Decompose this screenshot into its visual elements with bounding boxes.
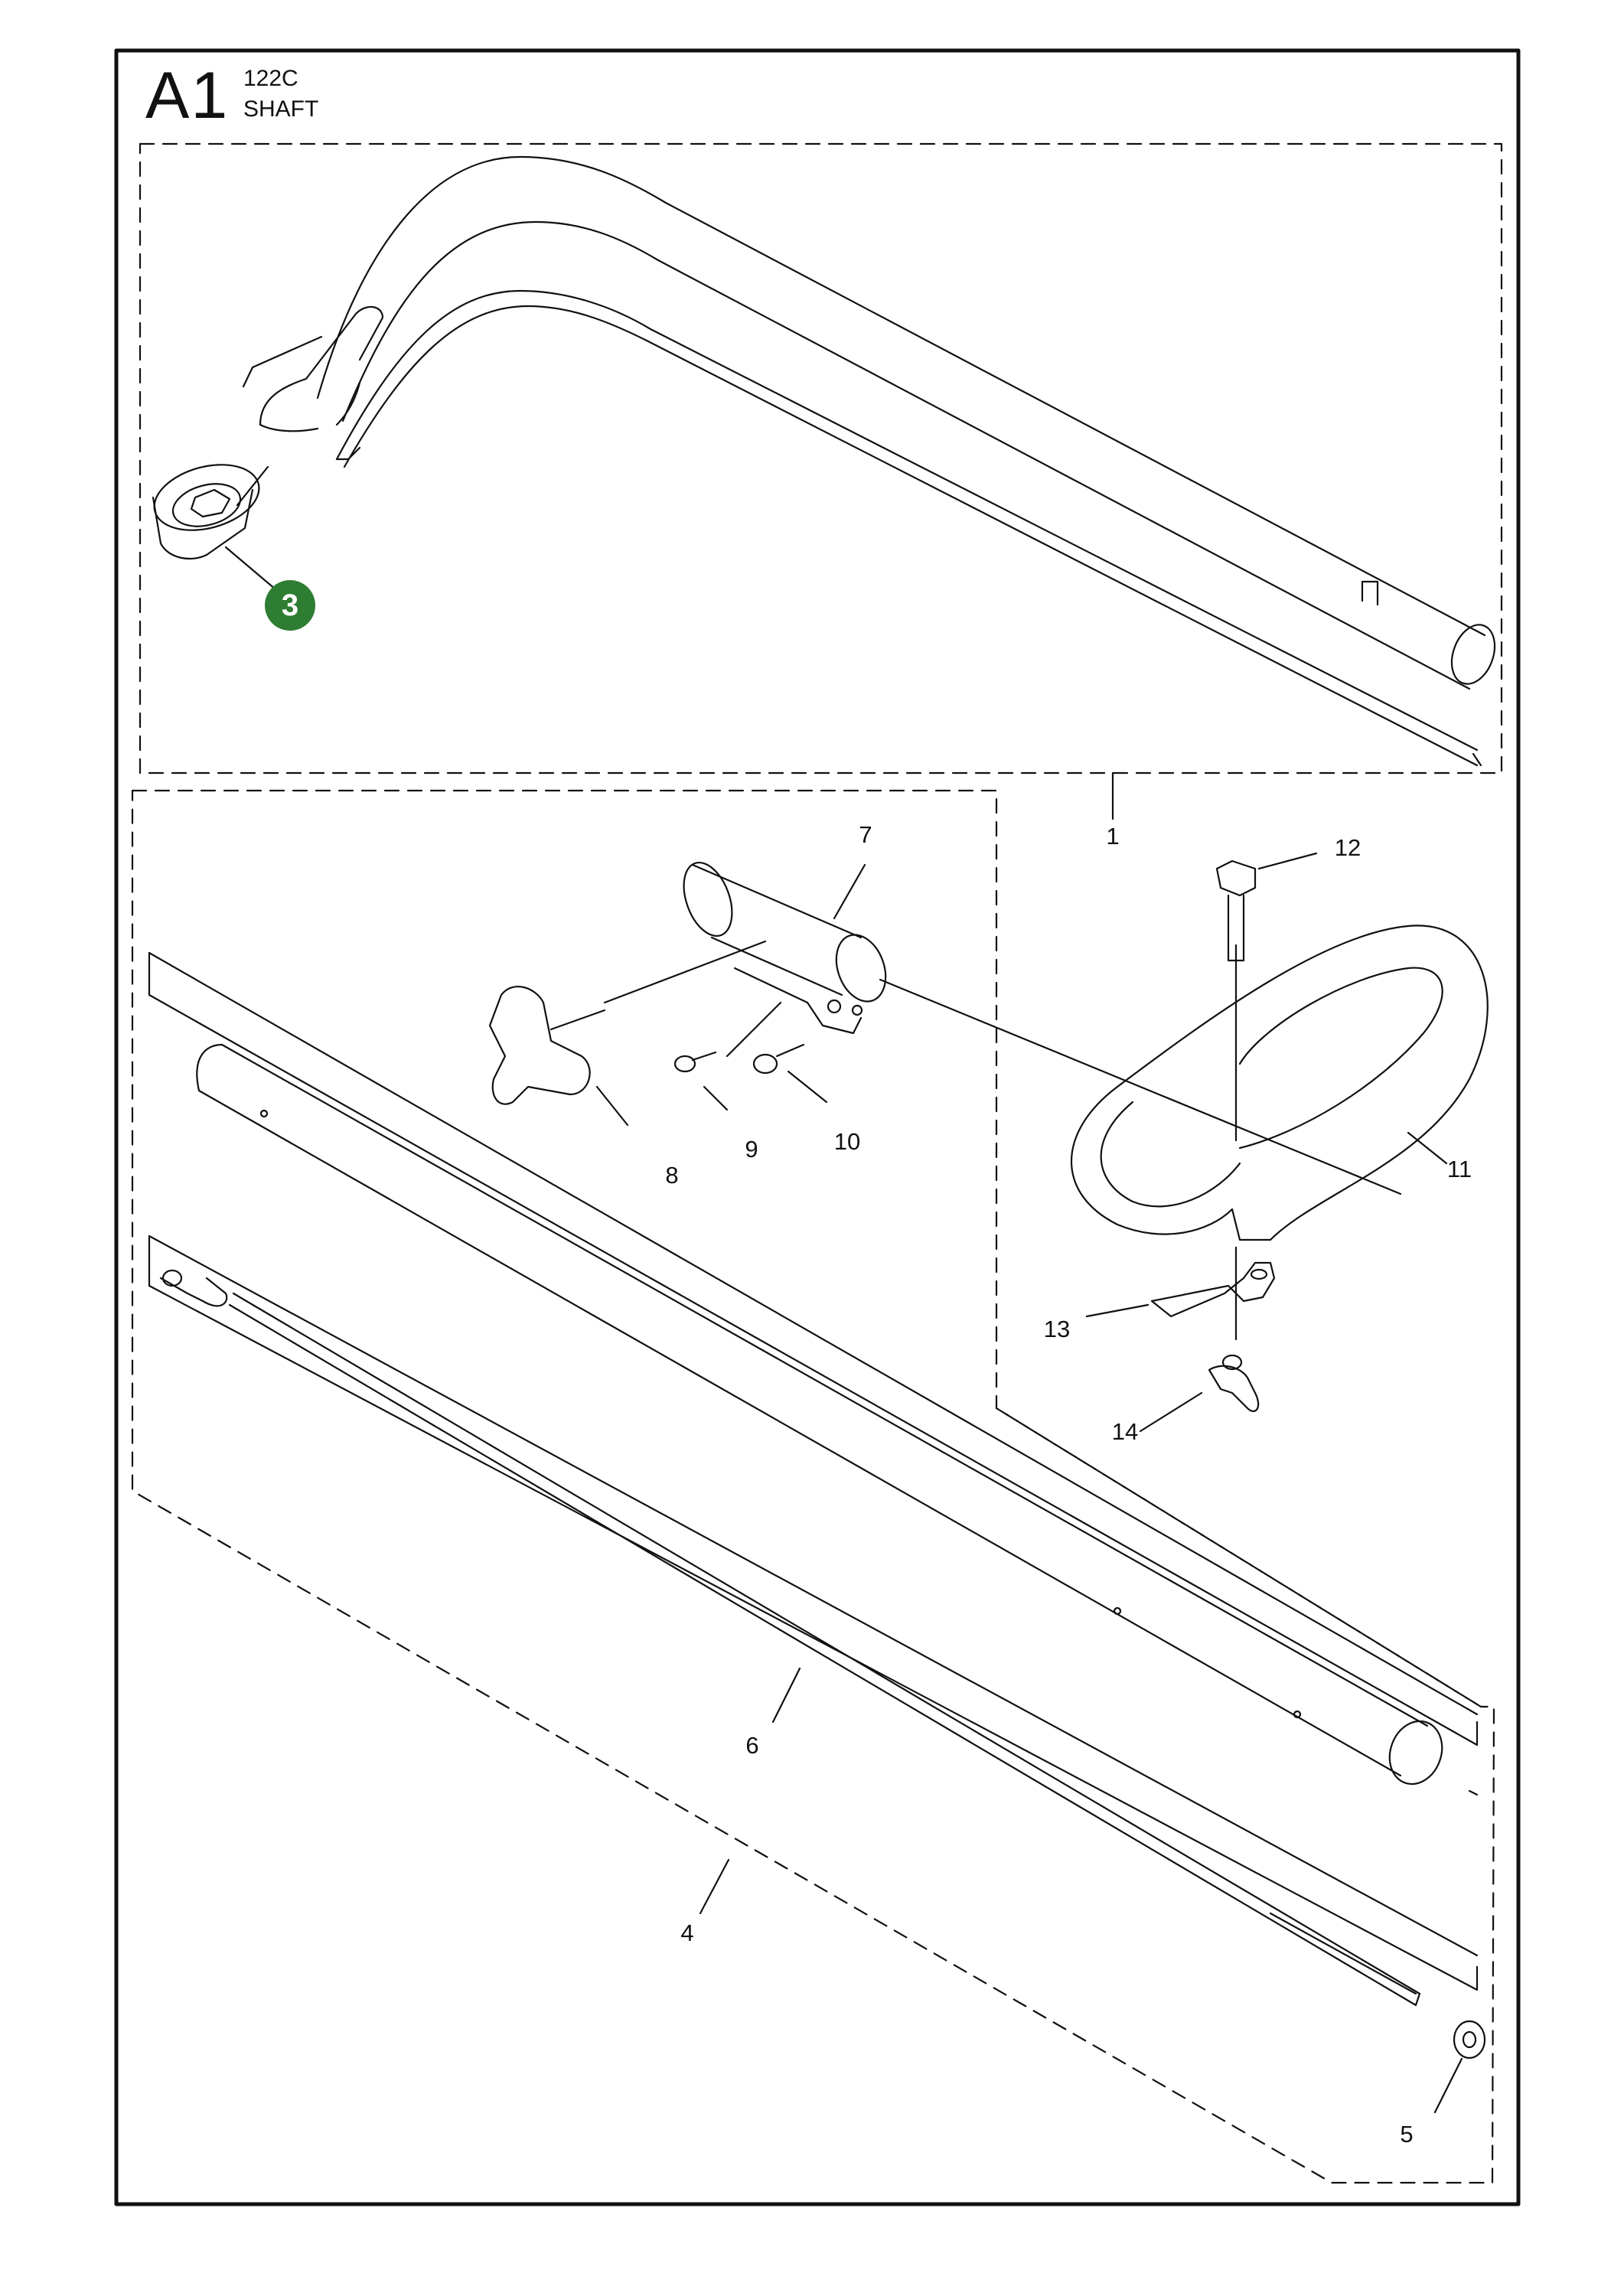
washer-5-drawing	[1433, 2020, 1486, 2114]
leader-14	[1139, 1391, 1203, 1433]
bolt-10-drawing	[752, 1043, 828, 1104]
group-box-4	[131, 789, 1495, 2184]
leader-7	[833, 863, 866, 920]
model-number: 122C	[243, 66, 298, 91]
leader-12	[1257, 852, 1318, 870]
section-title: SHAFT	[243, 96, 319, 122]
callout-7[interactable]: 7	[859, 821, 872, 848]
callout-5[interactable]: 5	[1400, 2121, 1414, 2148]
callout-14[interactable]: 14	[1111, 1418, 1139, 1445]
screw-9-drawing	[673, 1001, 782, 1111]
callout-10[interactable]: 10	[833, 1128, 861, 1155]
coupler-nut-drawing	[152, 464, 277, 591]
leader-3	[224, 546, 277, 591]
leader-5	[1433, 2057, 1463, 2114]
leader-6	[771, 1667, 801, 1724]
bolt-12-drawing	[1215, 852, 1318, 962]
callout-13[interactable]: 13	[1043, 1316, 1071, 1342]
leader-4	[699, 1858, 730, 1915]
page-border	[114, 48, 1521, 2206]
callout-1[interactable]: 1	[1106, 823, 1120, 850]
leader-11	[1407, 1131, 1448, 1165]
bent-shaft-drawing	[236, 155, 1496, 767]
highlighted-part-badge[interactable]: 3	[265, 580, 315, 631]
callout-12[interactable]: 12	[1334, 834, 1361, 861]
wingnut-14-drawing	[1139, 1354, 1260, 1433]
loop-handle-drawing	[1071, 925, 1489, 1341]
leader-13	[1085, 1303, 1150, 1318]
straight-tube-drawing	[148, 951, 1479, 1796]
callout-9[interactable]: 9	[745, 1136, 758, 1163]
knob-drawing	[488, 940, 767, 1127]
handle-bracket-drawing	[683, 861, 1402, 1195]
group-box-11	[995, 1407, 1482, 1708]
callout-6[interactable]: 6	[745, 1732, 759, 1759]
drive-shaft-drawing	[148, 1234, 1479, 2007]
bracket-13-drawing	[1085, 1261, 1276, 1318]
callout-11[interactable]: 11	[1446, 1156, 1472, 1182]
page-code: A1	[145, 59, 230, 132]
group-box-1	[139, 142, 1503, 775]
callout-8[interactable]: 8	[665, 1162, 679, 1189]
callout-4[interactable]: 4	[680, 1919, 694, 1946]
